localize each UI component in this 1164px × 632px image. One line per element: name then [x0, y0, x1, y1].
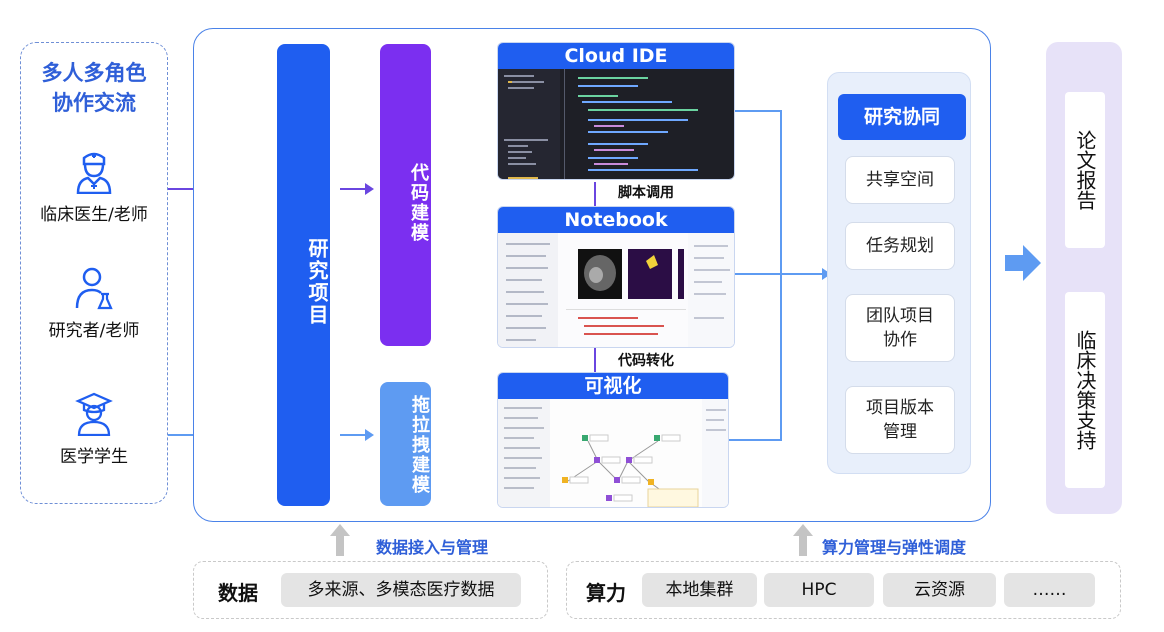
researcher-icon — [75, 267, 113, 310]
compute-chip-more: …… — [1004, 573, 1095, 607]
roles-title: 多人多角色 协作交流 — [20, 58, 168, 118]
connector-visual-collab — [729, 439, 782, 441]
arrow-head — [822, 268, 831, 280]
data-box — [193, 561, 548, 619]
ide-code-preview — [498, 69, 734, 179]
big-right-arrow-icon — [1005, 245, 1041, 281]
role-researcher: 研究者/老师 — [20, 266, 168, 341]
research-project-bar: 研究项目 — [277, 44, 330, 506]
arrow-head — [365, 183, 374, 195]
compute-chip-local-cluster: 本地集群 — [642, 573, 757, 607]
cloud-ide-panel[interactable]: Cloud IDE — [497, 42, 735, 180]
connector-vertical — [780, 110, 782, 440]
cloud-ide-title: Cloud IDE — [498, 43, 734, 69]
data-key-label: 数据 — [218, 581, 258, 605]
collab-item-shared-space[interactable]: 共享空间 — [845, 156, 955, 204]
code-modeling-label: 代码建模 — [408, 163, 429, 243]
connector-ide-collab — [735, 110, 781, 112]
drag-modeling-label: 拖拉拽建模 — [409, 395, 430, 495]
connector-ide-notebook — [594, 182, 596, 206]
compute-box — [566, 561, 1121, 619]
visual-title: 可视化 — [498, 373, 728, 399]
research-project-label: 研究项目 — [305, 238, 329, 326]
code-modeling-bar: 代码建模 — [380, 44, 431, 346]
student-icon — [75, 392, 113, 436]
role-label: 临床医生/老师 — [40, 205, 148, 225]
role-student: 医学学生 — [20, 392, 168, 467]
visual-graphic — [498, 399, 728, 507]
connector-notebook-visual — [594, 348, 596, 372]
ide-code-graphic — [498, 69, 698, 179]
collab-item-version-mgmt[interactable]: 项目版本管理 — [845, 386, 955, 454]
collab-item-task-planning[interactable]: 任务规划 — [845, 222, 955, 270]
code-convert-label: 代码转化 — [618, 353, 674, 369]
up-arrow-icon — [330, 524, 350, 556]
script-call-label: 脚本调用 — [618, 185, 674, 201]
role-label: 研究者/老师 — [48, 321, 140, 341]
compute-chip-cloud: 云资源 — [883, 573, 996, 607]
output-clinical-decision: 临床决策支持 — [1065, 292, 1105, 488]
collab-item-team-project[interactable]: 团队项目协作 — [845, 294, 955, 362]
doctor-icon — [76, 152, 112, 194]
role-clinician: 临床医生/老师 — [20, 150, 168, 225]
notebook-title: Notebook — [498, 207, 734, 233]
up-arrow-icon — [793, 524, 813, 556]
notebook-panel[interactable]: Notebook — [497, 206, 735, 348]
data-access-label: 数据接入与管理 — [376, 538, 489, 557]
arrow-project-to-code — [340, 188, 366, 190]
roles-panel — [20, 42, 168, 504]
output-paper-report: 论文报告 — [1065, 92, 1105, 248]
compute-mgmt-label: 算力管理与弹性调度 — [822, 538, 967, 557]
data-chip: 多来源、多模态医疗数据 — [281, 573, 521, 607]
notebook-preview — [498, 233, 734, 347]
visual-preview — [498, 399, 728, 507]
notebook-graphic — [498, 233, 734, 347]
arrow-project-to-drag — [340, 434, 366, 436]
roles-title-line1: 多人多角色 — [41, 61, 147, 85]
compute-key-label: 算力 — [586, 581, 626, 605]
connector-notebook-collab — [735, 273, 827, 275]
collab-title: 研究协同 — [838, 94, 966, 140]
roles-title-line2: 协作交流 — [52, 91, 136, 115]
visual-panel[interactable]: 可视化 — [497, 372, 729, 508]
compute-chip-hpc: HPC — [764, 573, 874, 607]
role-label: 医学学生 — [60, 447, 128, 467]
arrow-head — [365, 429, 374, 441]
drag-modeling-bar: 拖拉拽建模 — [380, 382, 431, 506]
